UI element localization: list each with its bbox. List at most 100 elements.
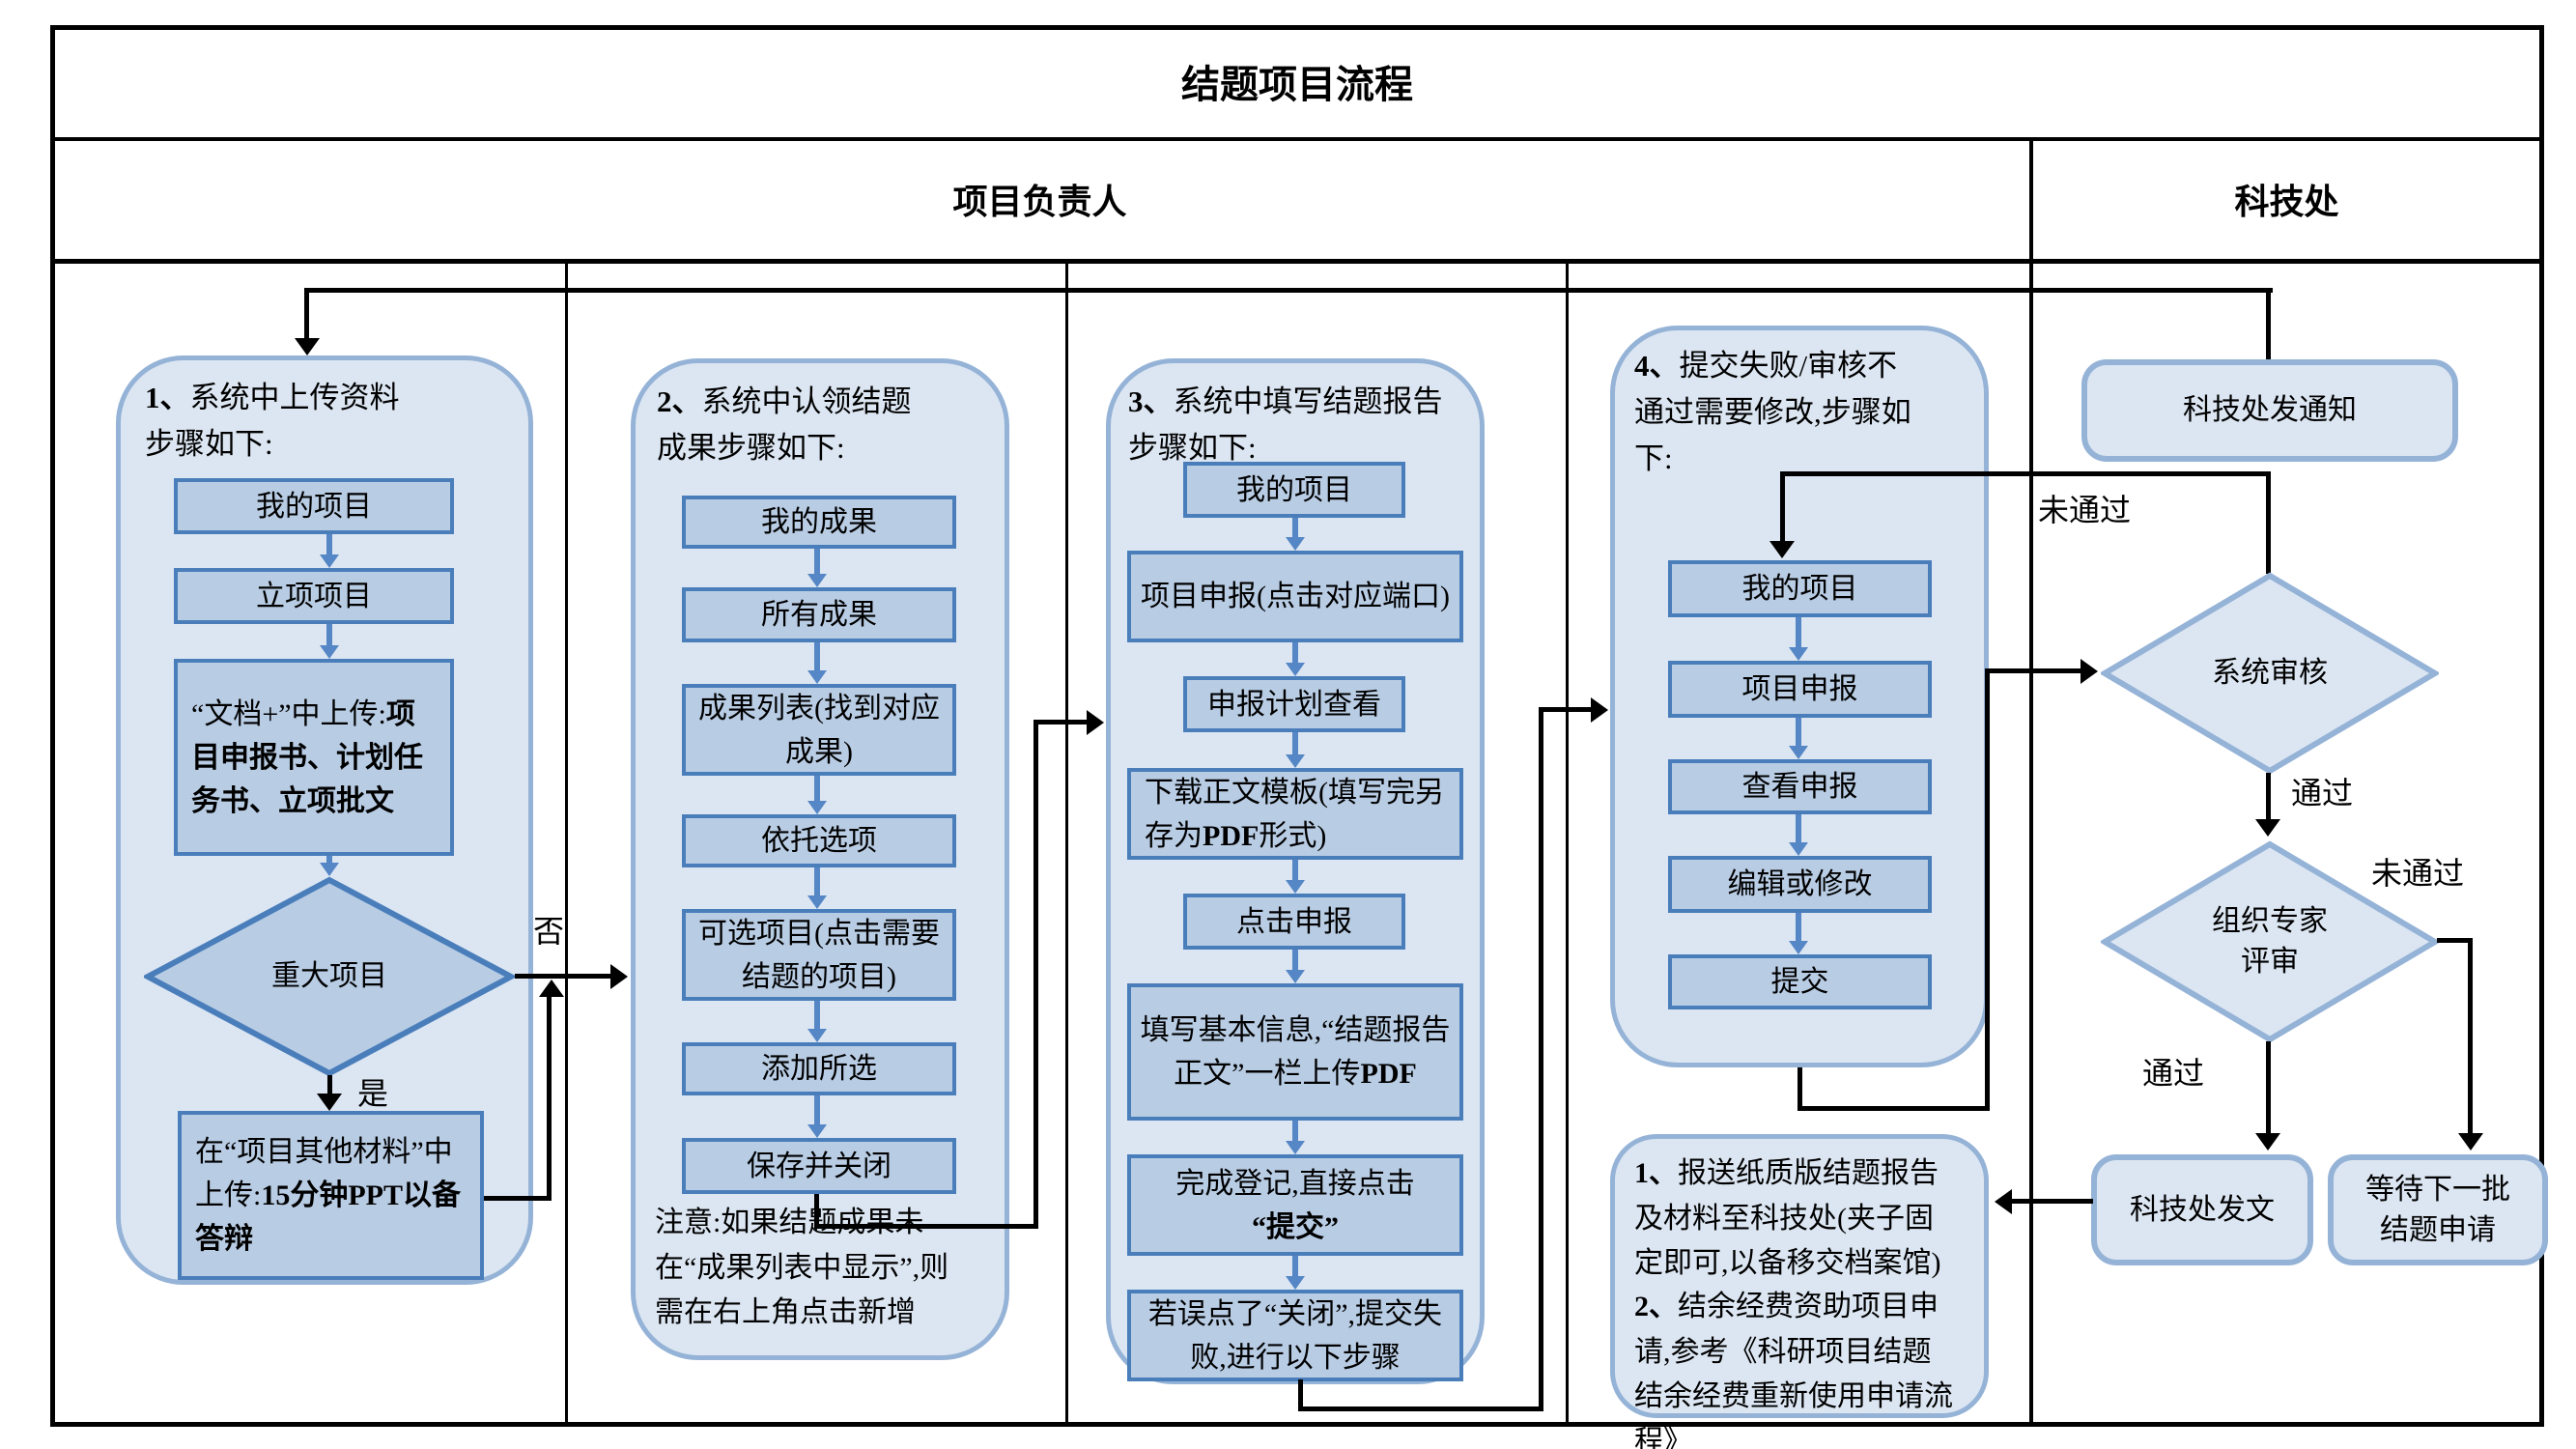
step-plan-view: 申报计划查看	[1183, 676, 1405, 732]
connector	[547, 997, 552, 1201]
container1-intro-text: 系统中上传资料步骤如下:	[145, 381, 400, 462]
node-office-issue-doc: 科技处发文	[2091, 1154, 2313, 1265]
arrowhead-down-icon	[1769, 541, 1795, 558]
step-docs-upload: “文档+”中上传:项目申报书、计划任务书、立项批文	[174, 659, 454, 856]
arrow-down-icon	[1286, 732, 1305, 768]
step-result-list: 成果列表(找到对应成果)	[682, 684, 956, 776]
page-title: 结题项目流程	[1181, 63, 1413, 106]
connector	[2266, 471, 2271, 574]
arrow-down-icon	[1286, 518, 1305, 551]
connector	[2468, 938, 2473, 1135]
connector	[304, 288, 309, 340]
arrow-down-icon	[1286, 860, 1305, 894]
connector	[2266, 773, 2271, 821]
container4-intro: 4、提交失败/审核不通过需要修改,步骤如下:	[1634, 349, 1911, 476]
connector	[1298, 1379, 1303, 1411]
step-download-template: 下载正文模板(填写完另存为PDF形式)	[1127, 768, 1463, 860]
connector	[1033, 720, 1038, 1229]
connector	[515, 974, 611, 979]
connector	[484, 1196, 552, 1201]
arrowhead-right-icon	[610, 964, 628, 989]
arrow-down-icon	[1286, 950, 1305, 983]
arrow-down-icon	[807, 776, 827, 814]
edge-label-no: 否	[533, 914, 565, 949]
connector	[2437, 938, 2473, 943]
arrowhead-right-icon	[2081, 659, 2098, 684]
container-paper-submission-note	[1610, 1134, 1989, 1418]
connector	[1798, 1106, 1990, 1111]
outer-border	[50, 25, 2544, 1427]
connector	[327, 1075, 332, 1096]
step-ppt-upload: 在“项目其他材料”中上传:15分钟PPT以备答辩	[178, 1111, 484, 1280]
connector	[1985, 668, 2081, 673]
step-edit-modify: 编辑或修改	[1668, 856, 1932, 913]
step-complete-submit: 完成登记,直接点击 “提交”	[1127, 1154, 1463, 1256]
edge-label-fail-expert: 未通过	[2371, 856, 2465, 891]
step-my-projects-1: 我的项目	[174, 478, 454, 534]
arrow-down-icon	[320, 856, 339, 876]
container3-intro: 3、系统中填写结题报告步骤如下:	[1128, 384, 1443, 466]
connector	[1298, 1406, 1543, 1411]
arrowhead-down-icon	[2255, 819, 2280, 837]
step-my-projects-3: 我的项目	[1183, 462, 1405, 518]
arrow-down-icon	[1789, 913, 1808, 954]
step-all-results: 所有成果	[682, 587, 956, 642]
decision-major-project: 重大项目	[144, 876, 515, 1077]
arrow-down-icon	[1789, 814, 1808, 856]
arrow-down-icon	[320, 624, 339, 659]
decision-expert-review: 组织专家评审	[2101, 840, 2439, 1043]
lane-divider	[2029, 137, 2033, 1427]
arrow-down-icon	[807, 642, 827, 684]
column-divider-2	[1065, 259, 1068, 1427]
diamond-shape	[2101, 840, 2439, 1043]
edge-label-fail-system: 未通过	[2038, 493, 2132, 527]
arrow-down-icon	[807, 1001, 827, 1042]
decision-system-review: 系统审核	[2101, 572, 2439, 775]
arrow-down-icon	[807, 1095, 827, 1138]
arrow-down-icon	[807, 867, 827, 909]
container1-number: 1、	[145, 381, 190, 414]
connector	[2012, 1199, 2093, 1204]
arrowhead-right-icon	[1087, 710, 1104, 735]
connector	[1798, 1067, 1802, 1111]
step-save-close: 保存并关闭	[682, 1138, 956, 1194]
step-misclick-close: 若误点了“关闭”,提交失败,进行以下步骤	[1127, 1290, 1463, 1381]
connector	[1539, 707, 1593, 712]
title-row-divider	[50, 137, 2544, 141]
connector	[2266, 288, 2271, 359]
lane-header-owner: 项目负责人	[952, 183, 1127, 221]
note-paragraph-2: 2、结余经费资助项目申请,参考《科研项目结题结余经费重新使用申请流程》	[1634, 1291, 1953, 1449]
arrowhead-down-icon	[2458, 1133, 2483, 1151]
arrowhead-up-icon	[539, 980, 564, 997]
container2-intro: 2、系统中认领结题成果步骤如下:	[657, 384, 912, 466]
container2-note: 注意:如果结题成果未在“成果列表中显示”,则需在右上角点击新增	[655, 1207, 949, 1328]
step-click-declare: 点击申报	[1183, 894, 1405, 950]
arrowhead-left-icon	[1995, 1189, 2012, 1214]
edge-label-pass-system: 通过	[2291, 776, 2354, 810]
connector	[1780, 471, 1785, 543]
connector	[814, 1194, 819, 1229]
step-project-declare: 项目申报(点击对应端口)	[1127, 551, 1463, 642]
column-divider-1	[565, 259, 568, 1427]
step-project-declare-4: 项目申报	[1668, 661, 1932, 718]
connector	[1780, 471, 2271, 476]
connector	[2266, 1041, 2271, 1135]
arrow-down-icon	[320, 534, 339, 568]
header-row-divider	[50, 259, 2544, 264]
container1-intro: 1、系统中上传资料步骤如下:	[145, 375, 420, 468]
connector	[1033, 720, 1089, 724]
node-office-notify: 科技处发通知	[2081, 359, 2458, 462]
step-view-declare: 查看申报	[1668, 759, 1932, 814]
connector	[304, 288, 2273, 293]
edge-label-pass-expert: 通过	[2142, 1056, 2205, 1091]
step-fill-basic-info: 填写基本信息,“结题报告正文”一栏上传PDF	[1127, 983, 1463, 1121]
column-divider-3	[1566, 259, 1569, 1427]
connector	[814, 1224, 1038, 1229]
step-my-projects-4: 我的项目	[1668, 560, 1932, 617]
arrow-down-icon	[1286, 1256, 1305, 1290]
lane-header-office: 科技处	[2234, 183, 2339, 221]
step-rely-option: 依托选项	[682, 814, 956, 867]
arrowhead-down-icon	[2255, 1133, 2280, 1151]
step-my-results: 我的成果	[682, 496, 956, 549]
